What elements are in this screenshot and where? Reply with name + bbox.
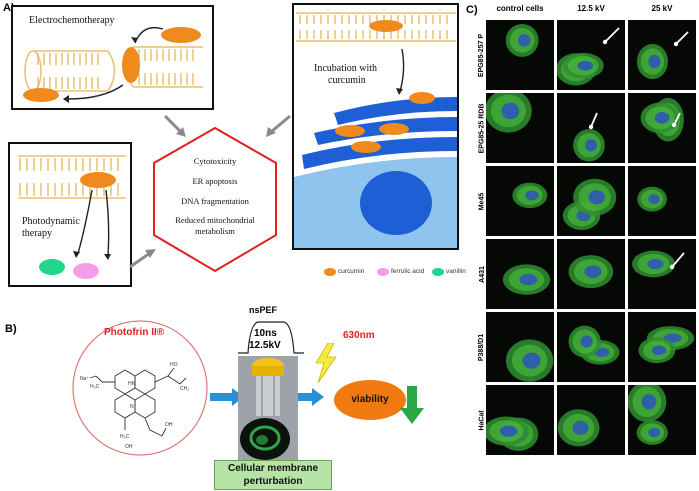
micrograph-r0-c2 [628,20,696,90]
down-arrow-icon [400,386,424,424]
micrograph-r5-c2 [628,385,696,455]
svg-text:OH: OH [125,444,133,450]
photodynamic-label-1: Photodynamic [22,216,80,227]
er-illustration [294,12,457,248]
svg-text:OH: OH [165,422,173,428]
effect-cytotoxicity: Cytotoxicity [193,156,237,166]
incubation-label-2: curcumin [328,75,366,86]
lightning-icon [315,343,337,383]
wavelength-label: 630nm [343,330,375,341]
incubation-label-1: Incubation with [314,63,378,74]
row-label-epg85-257p: EPG85-257 P [478,33,486,77]
electrochemotherapy-label: Electrochemotherapy [29,15,115,26]
effect-dna-fragmentation: DNA fragmentation [181,196,249,206]
membrane-label-1: Cellular membrane [227,463,319,474]
svg-text:H₃C: H₃C [90,384,100,390]
micrograph-r2-c2 [628,166,696,236]
svg-text:H₃C: H₃C [120,434,130,440]
micrograph-r2-c0 [486,166,554,236]
row-label-epg85-25rdb: EPG85-25 RDB [478,103,486,153]
svg-text:HO: HO [170,362,178,368]
micrograph-r3-c2 [628,239,696,309]
photofrin-label: Photofrin II® [104,327,165,338]
svg-text:CH₃: CH₃ [180,386,189,392]
svg-text:Na⁺: Na⁺ [80,376,89,382]
photodynamic-illustration [18,155,126,279]
row-label-a431: A431 [478,265,486,283]
effects-hexagon [153,126,277,273]
micrograph-r3-c1 [557,239,625,309]
membrane-perturbation-box: Cellular membrane perturbation [214,460,332,490]
legend-curcumin: curcumin [338,268,365,275]
micrograph-r3-c0 [486,239,554,309]
pulse-voltage: 12.5kV [249,340,281,351]
row-label-hacat: HaCat [478,409,486,431]
col-header-25kv: 25 kV [651,4,673,13]
panel-a-letter: A) [3,2,15,14]
panel-c-letter: C) [466,4,478,16]
legend-ferrulic-acid: ferrulic acid [391,268,425,275]
viability-ellipse [334,380,406,420]
cell-fluorescence-inset [240,418,290,460]
svg-text:N: N [130,404,134,410]
photodynamic-label-2: therapy [22,228,52,239]
legend-swatches [324,268,444,276]
effect-mitochondrial-1: Reduced mitochondrial [175,215,255,225]
micrograph-r1-c1 [557,93,625,163]
effect-mitochondrial-2: metabolism [195,226,235,236]
micrograph-r2-c1 [557,166,625,236]
photofrin-circle: Na⁺ H₃C HO CH₃ H₃C OH OH HN N [72,320,208,456]
micrograph-r5-c0 [486,385,554,455]
micrograph-r1-c2 [628,93,696,163]
membrane-pore-illustration [23,26,203,103]
electrochemotherapy-box: Electrochemotherapy [11,5,214,110]
pulse-shape [238,321,304,354]
svg-text:HN: HN [128,381,136,387]
micrograph-r4-c2 [628,312,696,382]
micrograph-r0-c1 [557,20,625,90]
col-header-control: control cells [496,4,544,13]
pulse-duration: 10ns [254,328,277,339]
viability-label: viability [351,394,389,405]
col-header-12-5kv: 12.5 kV [577,4,605,13]
micrograph-r5-c1 [557,385,625,455]
effect-er-apoptosis: ER apoptosis [192,176,238,186]
row-label-p388d1: P388/D1 [478,333,486,361]
micrograph-r4-c0 [486,312,554,382]
row-label-me45: Me45 [478,192,486,210]
panel-b-letter: B) [5,323,17,335]
nspef-label: nsPEF [249,305,278,315]
micrograph-r1-c0 [486,93,554,163]
micrograph-r4-c1 [557,312,625,382]
micrograph-r0-c0 [486,20,554,90]
membrane-label-2: perturbation [243,476,303,487]
incubation-box: Incubation with curcumin [292,3,459,250]
legend-vanillin: vanillin [446,268,466,275]
photodynamic-box: Photodynamic therapy [8,142,132,287]
